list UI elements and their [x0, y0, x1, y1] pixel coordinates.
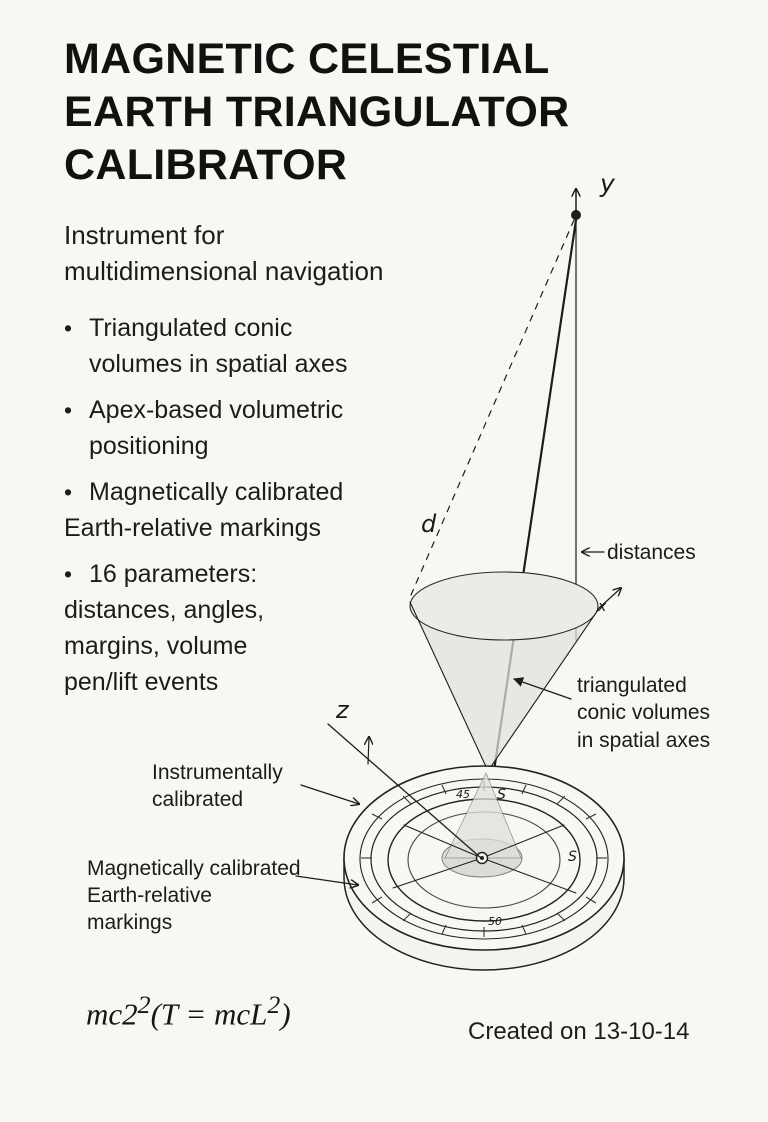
equation-sup-b: 2	[267, 990, 281, 1019]
equation-part-c: )	[280, 996, 291, 1032]
magnetic-label-line-2: Earth-relative	[87, 884, 212, 907]
instrumentally-callout: Instrumentally calibrated	[152, 761, 359, 811]
triangulated-label-line-1: triangulated	[577, 674, 687, 697]
equation-part-a: mc2	[86, 996, 138, 1032]
dial-mark-s-top: S	[497, 787, 506, 803]
equation-part-b: (T = mcL	[150, 996, 268, 1032]
cone: x	[409, 571, 621, 772]
list-item-line: Triangulated conic	[89, 314, 293, 342]
title-line-1: MAGNETIC CELESTIAL	[64, 35, 550, 83]
list-item: Apex-based volumetric positioning	[64, 392, 424, 464]
dial-base: S S 45 50	[343, 765, 625, 971]
triangulated-callout: triangulated conic volumes in spatial ax…	[513, 674, 710, 752]
equation-sup-a: 2	[137, 990, 151, 1019]
instrumentally-label-line-2: calibrated	[152, 788, 243, 811]
list-item-line: Apex-based volumetric	[89, 396, 344, 424]
list-item: 16 parameters: distances, angles, margin…	[64, 556, 424, 700]
main-spine-line	[479, 218, 578, 860]
page-title: MAGNETIC CELESTIAL EARTH TRIANGULATOR CA…	[64, 33, 684, 192]
instrumentally-label-line-1: Instrumentally	[152, 761, 283, 784]
list-item: Magnetically calibrated Earth-relative m…	[64, 474, 424, 546]
subtitle: Instrument for multidimensional navigati…	[64, 217, 444, 289]
list-item-line: positioning	[89, 432, 209, 460]
list-item-line: margins, volume	[64, 632, 248, 660]
magnetic-callout: Magnetically calibrated Earth-relative m…	[87, 857, 358, 934]
subtitle-line-2: multidimensional navigation	[64, 256, 384, 286]
subtitle-line-1: Instrument for	[64, 220, 225, 250]
dial-mark-s-right: S	[568, 849, 577, 865]
magnetic-label-line-1: Magnetically calibrated	[87, 857, 301, 880]
triangulated-label-line-3: in spatial axes	[577, 729, 710, 752]
triangulated-label-line-2: conic volumes	[577, 701, 710, 724]
dial-mark-50: 50	[488, 915, 502, 928]
apex-point	[571, 210, 581, 220]
title-line-3: CALIBRATOR	[64, 141, 348, 189]
dial-mark-45: 45	[456, 788, 470, 801]
distances-callout: distances	[582, 541, 696, 564]
distances-label: distances	[607, 541, 696, 564]
equation: mc22(T = mcL2)	[86, 984, 346, 1035]
list-item-line: volumes in spatial axes	[89, 350, 348, 378]
created-date: Created on 13-10-14	[468, 1018, 690, 1045]
title-line-2: EARTH TRIANGULATOR	[64, 88, 570, 136]
feature-list: Triangulated conic volumes in spatial ax…	[64, 310, 424, 710]
axis-label-x-small: x	[597, 599, 607, 615]
list-item-line: Magnetically calibrated	[89, 478, 344, 506]
list-item-line: Earth-relative markings	[64, 514, 322, 542]
magnetic-label-line-3: markings	[87, 911, 172, 934]
list-item-line: 16 parameters:	[89, 560, 258, 588]
z-axis: z	[327, 696, 482, 859]
list-item-line: distances, angles,	[64, 596, 265, 624]
list-item-line: pen/lift events	[64, 668, 219, 696]
list-item: Triangulated conic volumes in spatial ax…	[64, 310, 424, 382]
